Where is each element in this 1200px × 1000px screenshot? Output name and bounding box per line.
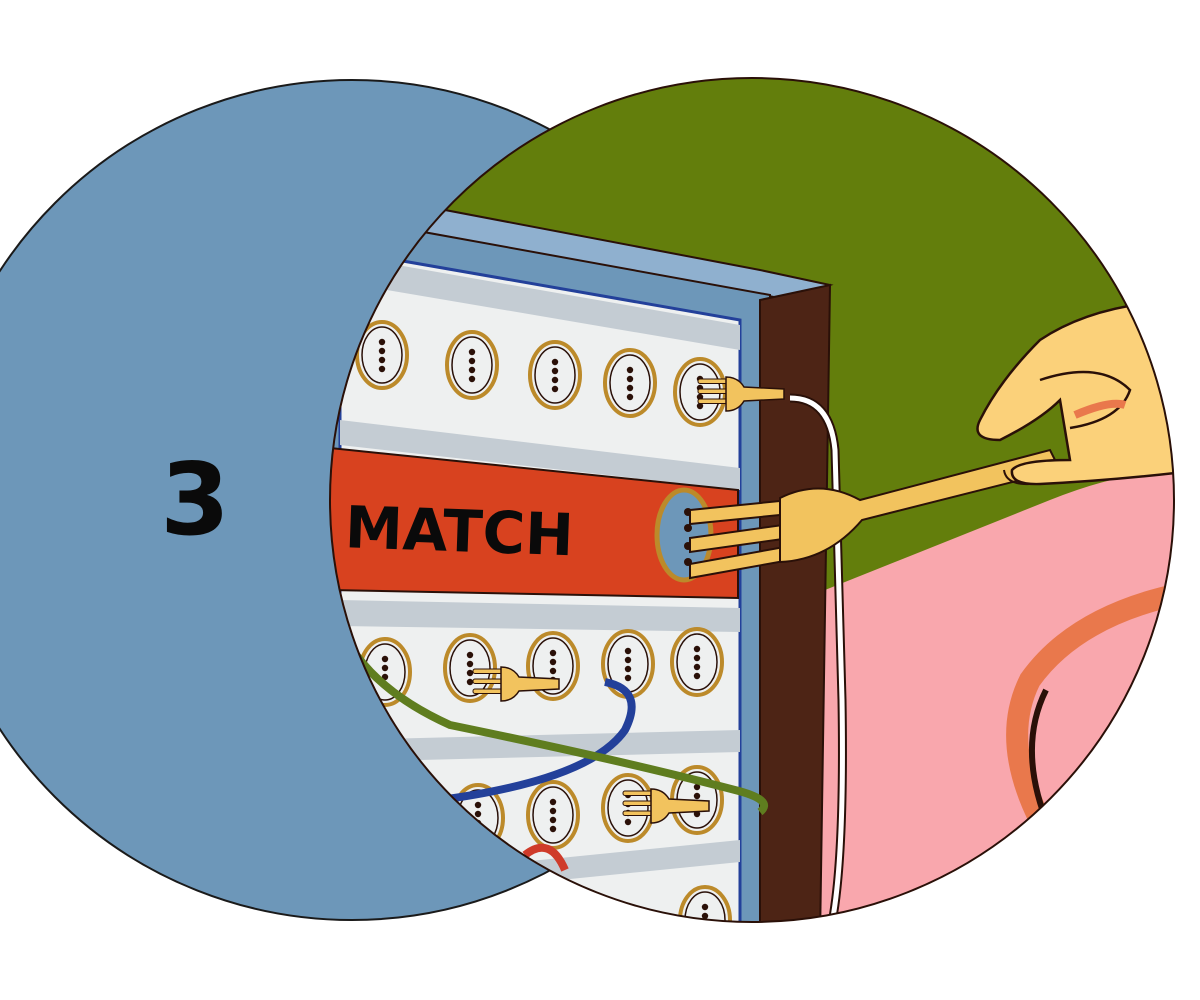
match-label: MATCH (344, 493, 575, 569)
step-number: 3 (160, 441, 230, 558)
main-fork-icon[interactable] (689, 448, 1062, 580)
match-panel (330, 446, 739, 600)
right-circle-scene (330, 78, 1174, 922)
green-cable (330, 599, 768, 816)
blue-cable (439, 678, 636, 804)
red-cable (522, 843, 569, 872)
